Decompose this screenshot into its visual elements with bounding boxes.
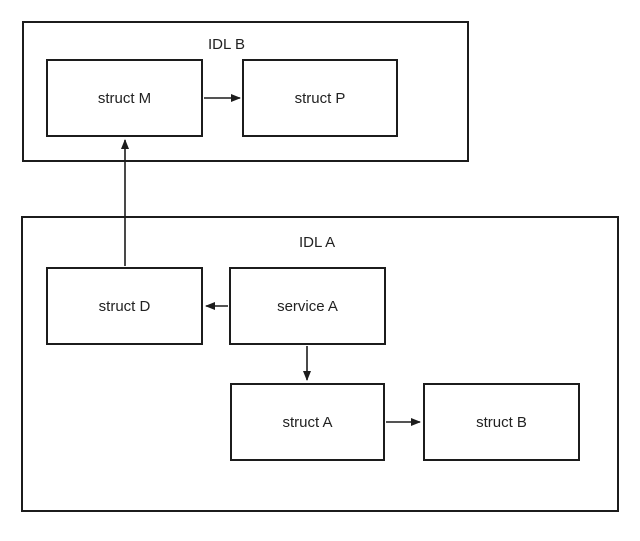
group-idl-a bbox=[21, 216, 619, 512]
node-service-a: service A bbox=[229, 267, 386, 345]
node-struct-b-label: struct B bbox=[476, 413, 527, 431]
node-struct-p: struct P bbox=[242, 59, 398, 137]
node-service-a-label: service A bbox=[277, 297, 338, 315]
node-struct-a: struct A bbox=[230, 383, 385, 461]
node-struct-d: struct D bbox=[46, 267, 203, 345]
group-idl-b bbox=[22, 21, 469, 162]
node-struct-d-label: struct D bbox=[98, 297, 151, 315]
node-struct-m-label: struct M bbox=[97, 89, 152, 107]
node-struct-a-label: struct A bbox=[282, 413, 333, 431]
node-struct-p-label: struct P bbox=[294, 89, 346, 107]
group-idl-a-title: IDL A bbox=[299, 234, 336, 251]
node-struct-m: struct M bbox=[46, 59, 203, 137]
node-struct-b: struct B bbox=[423, 383, 580, 461]
group-idl-b-title: IDL B bbox=[208, 36, 245, 53]
